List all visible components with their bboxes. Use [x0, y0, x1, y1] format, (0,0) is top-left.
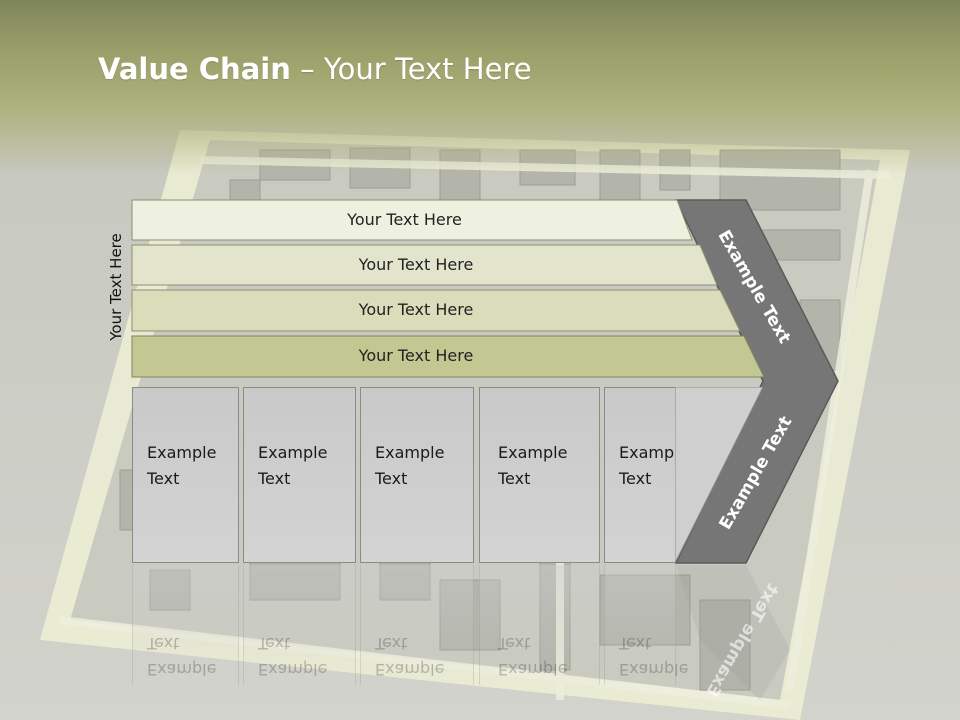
primary-box-3-line1: Example: [375, 443, 445, 462]
refl-3-line1: Example: [375, 660, 445, 679]
refl-4-line1: Example: [498, 660, 568, 679]
support-bar-2: Your Text Here: [131, 244, 718, 286]
support-bar-3-shape: [131, 289, 741, 332]
primary-box-1-reflection-text: Example Text: [147, 630, 216, 682]
refl-5-line2: Text: [619, 634, 652, 653]
support-bar-4-shape: [131, 335, 765, 378]
chevron-reflection: [676, 565, 790, 700]
refl-4-line2: Text: [498, 634, 531, 653]
refl-3-line2: Text: [375, 634, 408, 653]
primary-box-2-line2: Text: [258, 469, 291, 488]
page-title: Value Chain – Your Text Here: [98, 52, 532, 86]
primary-box-3-reflection-text: Example Text: [375, 630, 444, 682]
support-bar-1: Your Text Here: [131, 199, 693, 241]
support-bar-2-shape: [131, 244, 718, 286]
primary-box-2-reflection: Example Text: [243, 565, 356, 685]
support-bar-2-label: Your Text Here: [358, 255, 474, 274]
primary-box-5-reflection-text: Example Text: [619, 630, 688, 682]
primary-box-4-line2: Text: [498, 469, 531, 488]
primary-box-2-line1: Example: [258, 443, 328, 462]
primary-box-4-line1: Example: [498, 443, 568, 462]
support-bar-1-label: Your Text Here: [347, 210, 462, 229]
refl-5-line1: Example: [619, 660, 689, 679]
primary-box-1-line1: Example: [147, 443, 217, 462]
primary-box-3-reflection: Example Text: [360, 565, 474, 685]
primary-box-5-reflection: Example Text: [604, 565, 688, 685]
support-bar-3-label: Your Text Here: [358, 300, 474, 319]
primary-box-4-reflection-text: Example Text: [498, 630, 567, 682]
primary-box-5-line2: Text: [619, 469, 652, 488]
support-bar-4: Your Text Here: [131, 335, 765, 378]
refl-2-line1: Example: [258, 660, 328, 679]
primary-box-1-reflection: Example Text: [132, 565, 239, 685]
support-bar-3: Your Text Here: [131, 289, 741, 332]
refl-2-line2: Text: [258, 634, 291, 653]
primary-box-1-line2: Text: [147, 469, 180, 488]
refl-1-line2: Text: [147, 634, 180, 653]
primary-box-4-reflection: Example Text: [479, 565, 600, 685]
title-rest: – Your Text Here: [290, 52, 532, 86]
primary-box-2-reflection-text: Example Text: [258, 630, 327, 682]
primary-box-5-line1: Example: [619, 443, 689, 462]
title-bold: Value Chain: [98, 52, 291, 86]
support-bar-4-label: Your Text Here: [358, 346, 474, 365]
chevron-shape: [674, 199, 839, 564]
header-band: [0, 0, 960, 175]
primary-box-5-tip: [675, 387, 764, 563]
refl-1-line1: Example: [147, 660, 217, 679]
primary-box-3-line2: Text: [375, 469, 408, 488]
support-bar-1-shape: [131, 199, 693, 241]
